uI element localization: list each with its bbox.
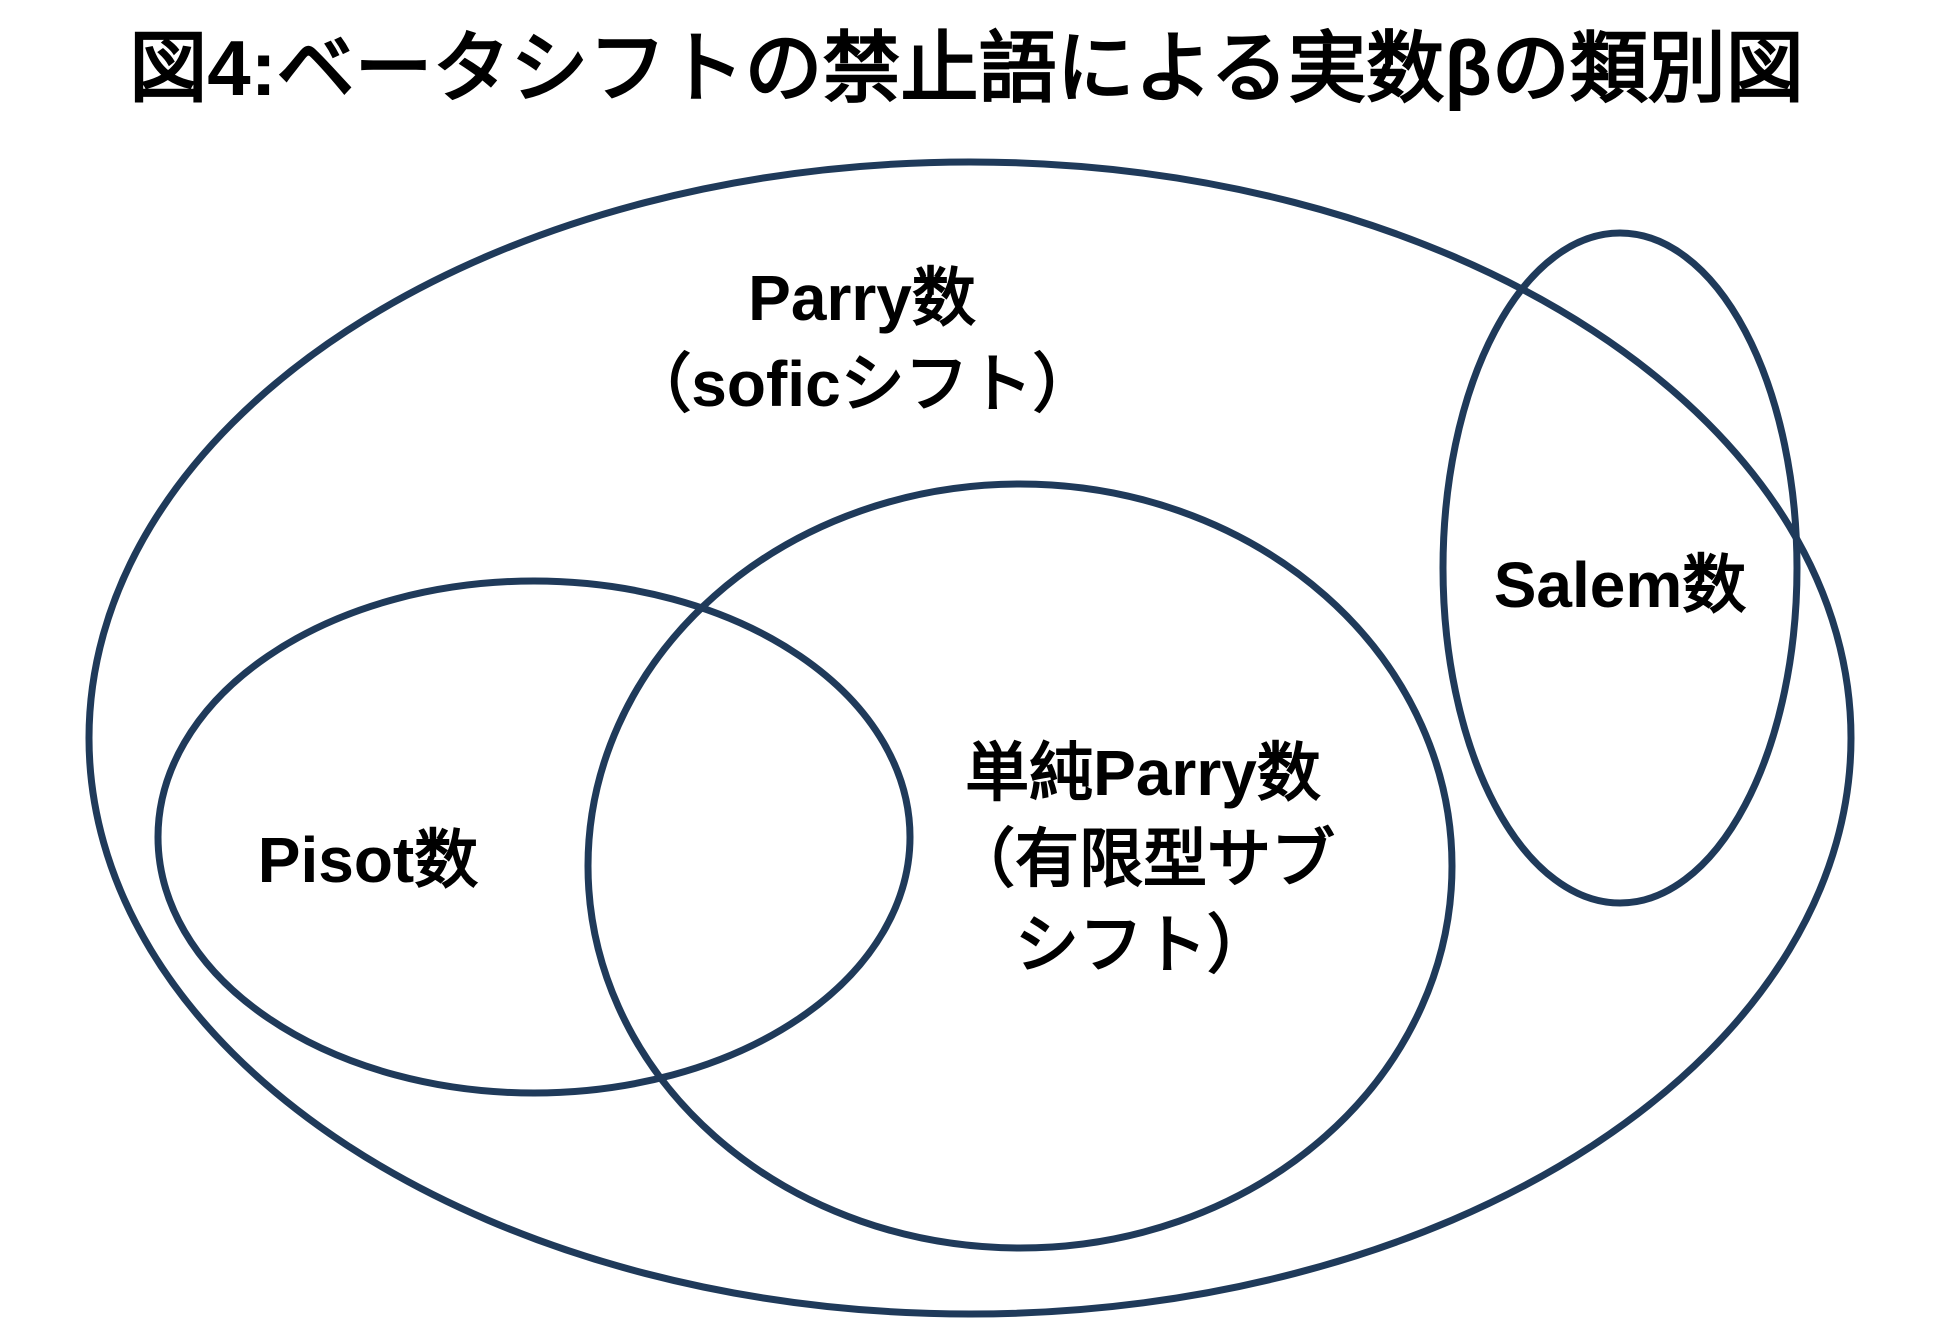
parry-set-label: Parry数 （soficシフト） (627, 255, 1096, 427)
salem-set-ellipse (1439, 229, 1801, 907)
label-line: （有限型サブ (951, 823, 1335, 895)
label-line: Salem数 (1493, 549, 1747, 621)
simple-parry-set-ellipse (584, 480, 1456, 1252)
label-line: Parry数 (748, 262, 976, 334)
label-line: シフト） (1015, 909, 1271, 981)
pisot-set-label: Pisot数 (258, 817, 478, 903)
parry-set-ellipse (85, 158, 1855, 1318)
pisot-set-ellipse (154, 577, 914, 1097)
figure-title: 図4:ベータシフトの禁止語による実数βの類別図 (129, 24, 1804, 112)
simple-parry-set-label: 単純Parry数 （有限型サブ シフト） (951, 730, 1335, 988)
label-line: 単純Parry数 (965, 737, 1321, 809)
label-line: （soficシフト） (627, 348, 1097, 420)
salem-set-label: Salem数 (1494, 542, 1747, 628)
label-line: Pisot数 (257, 824, 479, 896)
